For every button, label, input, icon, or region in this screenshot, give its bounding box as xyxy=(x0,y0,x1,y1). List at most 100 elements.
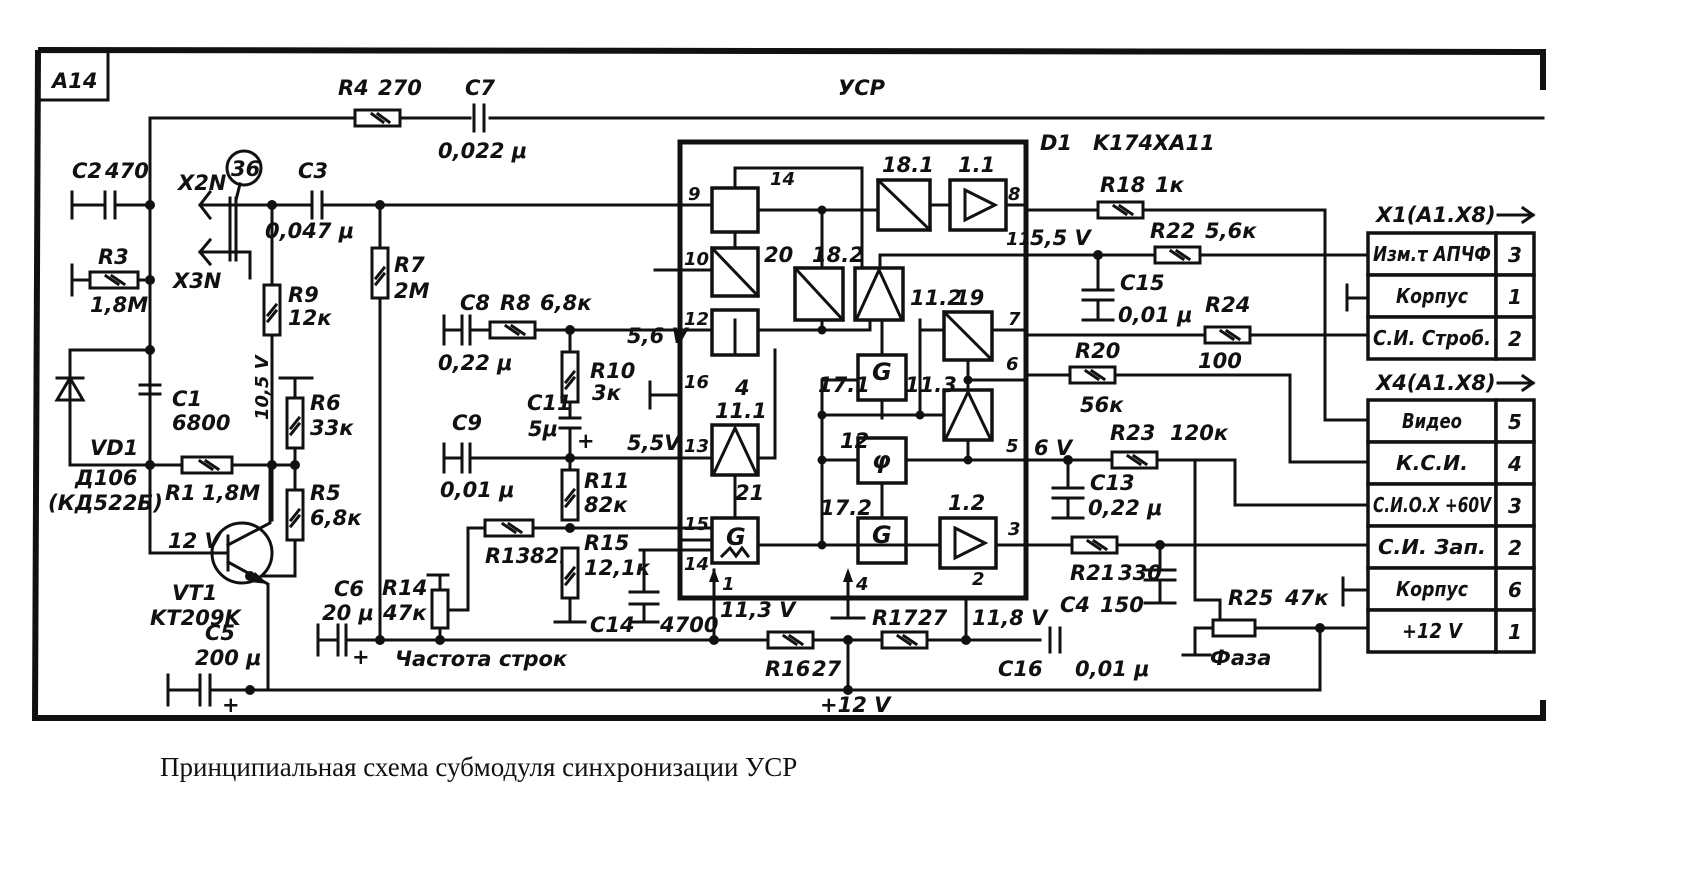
connector-x2n-x3n xyxy=(198,189,314,280)
block-11-3-tri xyxy=(943,388,993,441)
ic-pin-number: 3 xyxy=(1008,519,1021,540)
ic-block-label: 11.2 xyxy=(910,286,962,310)
r22-value: 5,6к xyxy=(1205,219,1257,243)
r17-ref: R17 xyxy=(872,606,918,630)
connector-signal-label: С.И. Зап. xyxy=(1378,535,1486,559)
c9-value: 0,01 μ xyxy=(440,478,515,502)
connector-pin-number: 5 xyxy=(1508,410,1522,434)
connector-label-cell xyxy=(1366,315,1498,361)
connector-name: X4(A1.X8) xyxy=(1374,371,1496,395)
ic-pin-number: 10 xyxy=(684,249,709,270)
resistor-r24-mark xyxy=(1218,328,1242,342)
ic-block-label: 4 xyxy=(734,376,750,400)
c8-ref: C8 xyxy=(460,291,490,315)
r13-ref: R13 xyxy=(485,544,530,568)
test-point-label: 36 xyxy=(231,157,260,181)
resistor-r1-mark xyxy=(197,458,221,472)
ic-block-label: 18.1 xyxy=(882,153,934,177)
connector-row: К.С.И.4 xyxy=(1366,440,1536,486)
r6-ref: R6 xyxy=(310,391,341,415)
ic-block-label: 17.1 xyxy=(818,373,870,397)
c7-ref: C7 xyxy=(465,76,495,100)
module-label-box xyxy=(36,48,110,102)
resistor-r18-mark xyxy=(1111,203,1135,217)
junction xyxy=(565,453,575,463)
junction xyxy=(245,571,255,581)
block-18-2-diag xyxy=(792,265,846,323)
line-frequency-label: Частота строк xyxy=(395,647,568,671)
capacitor-c15 xyxy=(1081,253,1115,322)
connector-name: X1(A1.X8) xyxy=(1374,203,1496,227)
connector-pin-number: 6 xyxy=(1508,578,1522,602)
c5-plus: + xyxy=(222,693,240,717)
wire-c8-r8 xyxy=(442,314,712,346)
junction xyxy=(843,635,853,645)
amp-1-2-triangle xyxy=(953,525,989,561)
block-20-diag xyxy=(709,245,761,299)
connector-pin-number: 1 xyxy=(1508,620,1522,644)
vt1-ref: VT1 xyxy=(172,581,217,605)
wire-top xyxy=(148,116,1545,522)
c1-ref: C1 xyxy=(172,387,202,411)
junction xyxy=(817,410,827,420)
connector-pin-cell xyxy=(1494,398,1536,444)
capacitor-c13 xyxy=(1051,458,1085,520)
ic-block-label: 1.2 xyxy=(948,491,985,515)
module-frame xyxy=(31,47,1546,721)
ic-internal-blocks: G G φ G xyxy=(648,166,1028,570)
resistor-r20-mark xyxy=(1083,368,1107,382)
wire-c5-bus xyxy=(166,626,1322,707)
amp-1-1-triangle xyxy=(963,187,999,223)
r1-value: 1,8M xyxy=(202,481,260,505)
r3-ref: R3 xyxy=(98,245,129,269)
voltage-plus12v: +12 V xyxy=(820,693,892,717)
connector-pin-number: 2 xyxy=(1508,327,1522,351)
x2n-label: X2N xyxy=(176,171,227,195)
block-18-1-diag xyxy=(875,177,933,233)
c14-ref: C14 xyxy=(590,613,635,637)
r4-ref: R4 xyxy=(338,76,369,100)
connector-arrow-icon xyxy=(1496,373,1536,393)
c3-value: 0,047 μ xyxy=(265,219,354,243)
capacitor-c7 xyxy=(472,103,486,133)
vd1-alt: (КД522Б) xyxy=(48,491,163,515)
capacitor-c3 xyxy=(310,190,712,220)
connector-label-cell xyxy=(1366,398,1498,444)
resistor-r21-mark xyxy=(1085,538,1109,552)
r15-ref: R15 xyxy=(584,531,629,555)
connector-label-cell xyxy=(1366,608,1498,654)
r3-value: 1,8M xyxy=(90,293,148,317)
wire-vd1 xyxy=(68,348,152,467)
r4-value: 270 xyxy=(378,76,422,100)
ic-pin-number: 1 xyxy=(722,574,735,595)
resistor-r8-mark xyxy=(503,323,527,337)
ic-block-label: 18.2 xyxy=(812,243,864,267)
wire-c9 xyxy=(442,442,712,474)
block-11-1 xyxy=(710,423,760,477)
resistor-r4-mark xyxy=(369,111,392,125)
connector-pin-cell xyxy=(1494,524,1536,570)
junction xyxy=(817,205,827,215)
connector-pin-number: 2 xyxy=(1508,536,1522,560)
resistor-r15-mark xyxy=(563,565,577,587)
wire-r25 xyxy=(1181,598,1367,657)
capacitor-c1 xyxy=(138,383,162,396)
ic-ref: D1 xyxy=(1040,131,1072,155)
c3-ref: C3 xyxy=(298,159,328,183)
voltage-11-3v: 11,3 V xyxy=(720,598,797,622)
c4-ref: C4 xyxy=(1060,593,1090,617)
connector-row: С.И. Зап. 2 xyxy=(1366,524,1536,570)
ic-block-label: 20 xyxy=(764,243,793,267)
chassis-ground-ticks xyxy=(1341,283,1370,607)
r5-value: 6,8к xyxy=(310,506,362,530)
junction xyxy=(1315,623,1325,633)
junction xyxy=(817,455,827,465)
ic-block-label: 11.1 xyxy=(715,399,767,423)
c6-value: 20 μ xyxy=(322,601,374,625)
block-17-2-gen xyxy=(856,516,908,565)
junction xyxy=(961,635,971,645)
resistor-r10-mark xyxy=(563,369,577,391)
